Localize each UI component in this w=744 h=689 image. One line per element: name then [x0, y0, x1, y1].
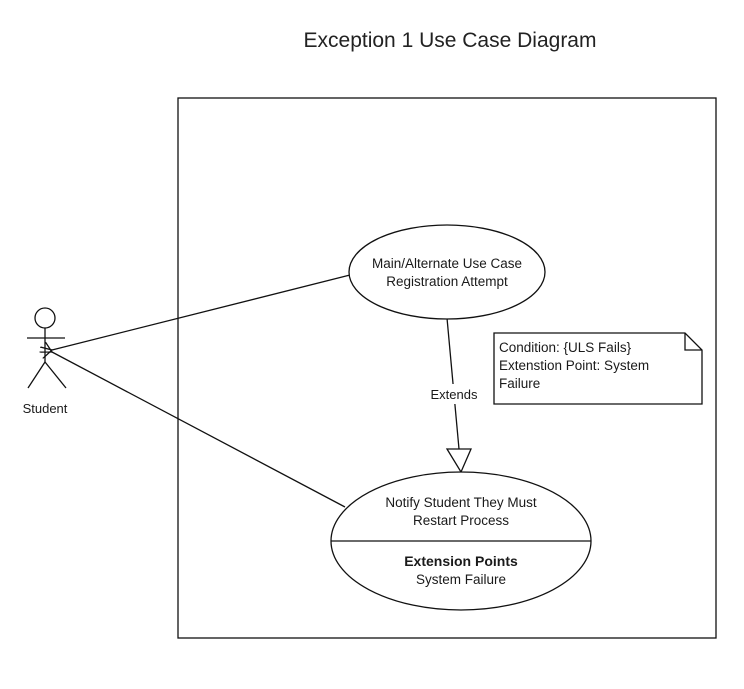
actor-head — [34, 307, 56, 329]
extends-relationship: Extends — [418, 317, 488, 474]
system-boundary — [177, 97, 717, 639]
note-fold — [684, 333, 702, 351]
note-body — [493, 332, 703, 405]
actor-left-leg — [27, 361, 46, 389]
use-case-main-line1: Main/Alternate Use Case — [372, 256, 522, 271]
extension-points-title: Extension Points — [404, 553, 518, 569]
note-line3: Failure — [499, 376, 540, 391]
actor-label: Student — [23, 401, 68, 416]
use-case-main-line2: Registration Attempt — [386, 274, 508, 289]
note-line2: Extenstion Point: System — [499, 358, 649, 373]
use-case-main-ellipse — [348, 224, 546, 320]
use-case-exception-line2: Restart Process — [413, 513, 509, 528]
use-case-exception-line1: Notify Student They Must — [385, 495, 537, 510]
diagram-title: Exception 1 Use Case Diagram — [304, 29, 597, 52]
extension-point-item: System Failure — [416, 572, 506, 587]
association-main-to-actor — [52, 274, 351, 350]
condition-note: Condition: {ULS Fails} Extenstion Point:… — [493, 332, 703, 405]
association-exception-to-actor — [52, 352, 346, 508]
use-case-main: Main/Alternate Use Case Registration Att… — [348, 224, 546, 320]
extends-arrowhead — [445, 448, 472, 474]
extends-label-bg — [418, 384, 488, 404]
extends-line — [446, 317, 460, 450]
actor-student: Student — [23, 307, 68, 416]
actor-right-leg — [44, 361, 67, 389]
note-line1: Condition: {ULS Fails} — [499, 340, 632, 355]
extends-label: Extends — [431, 387, 478, 402]
use-case-exception: Notify Student They Must Restart Process… — [330, 471, 592, 611]
